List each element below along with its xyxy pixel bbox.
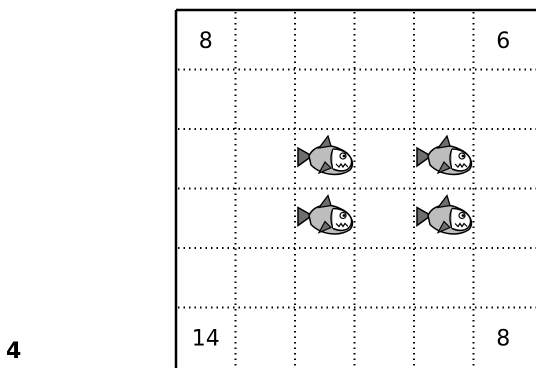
corner-number-bottom-right: 8 [496,326,510,351]
fish-icon [417,196,471,234]
corner-number-bottom-left: 14 [192,326,220,351]
fish-icon [298,196,352,234]
corner-number-top-right: 6 [496,29,510,54]
fish-icon [298,136,352,174]
fish-icon [417,136,471,174]
corner-number-top-left: 8 [199,29,213,54]
